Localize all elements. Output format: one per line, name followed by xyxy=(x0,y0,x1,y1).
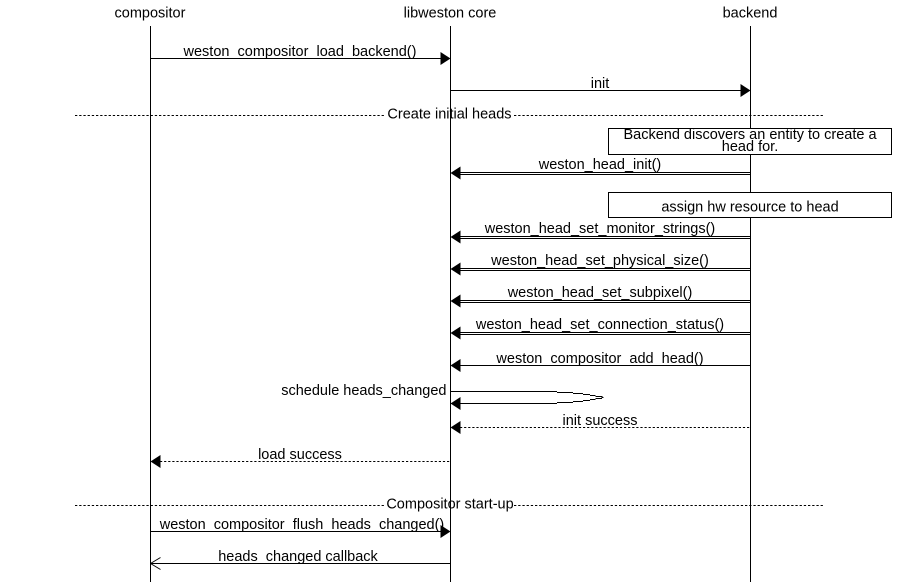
svg-text:head for.: head for. xyxy=(722,139,778,155)
svg-text:heads_changed callback: heads_changed callback xyxy=(218,549,378,565)
svg-text:weston_head_set_connection_sta: weston_head_set_connection_status() xyxy=(475,317,724,333)
svg-text:weston_compositor_load_backend: weston_compositor_load_backend() xyxy=(183,44,417,60)
svg-text:load success: load success xyxy=(258,447,342,463)
svg-text:weston_compositor_add_head(): weston_compositor_add_head() xyxy=(495,351,703,367)
svg-text:schedule heads_changed: schedule heads_changed xyxy=(281,383,446,399)
svg-text:init success: init success xyxy=(563,413,638,429)
svg-text:assign hw resource to head: assign hw resource to head xyxy=(661,199,838,215)
svg-text:Create initial heads: Create initial heads xyxy=(387,107,511,123)
svg-text:weston_head_set_monitor_string: weston_head_set_monitor_strings() xyxy=(484,221,716,237)
svg-text:libweston core: libweston core xyxy=(404,6,497,22)
svg-text:init: init xyxy=(591,76,610,92)
svg-text:weston_head_set_subpixel(): weston_head_set_subpixel() xyxy=(507,285,693,301)
svg-text:weston_head_init(): weston_head_init() xyxy=(538,157,662,173)
svg-text:Compositor start-up: Compositor start-up xyxy=(386,497,513,513)
svg-text:backend: backend xyxy=(723,6,778,22)
svg-text:Backend discovers an entity to: Backend discovers an entity to create a xyxy=(623,127,877,143)
svg-text:compositor: compositor xyxy=(115,6,186,22)
svg-text:weston_compositor_flush_heads_: weston_compositor_flush_heads_changed() xyxy=(159,517,445,533)
svg-text:weston_head_set_physical_size(: weston_head_set_physical_size() xyxy=(490,253,709,269)
